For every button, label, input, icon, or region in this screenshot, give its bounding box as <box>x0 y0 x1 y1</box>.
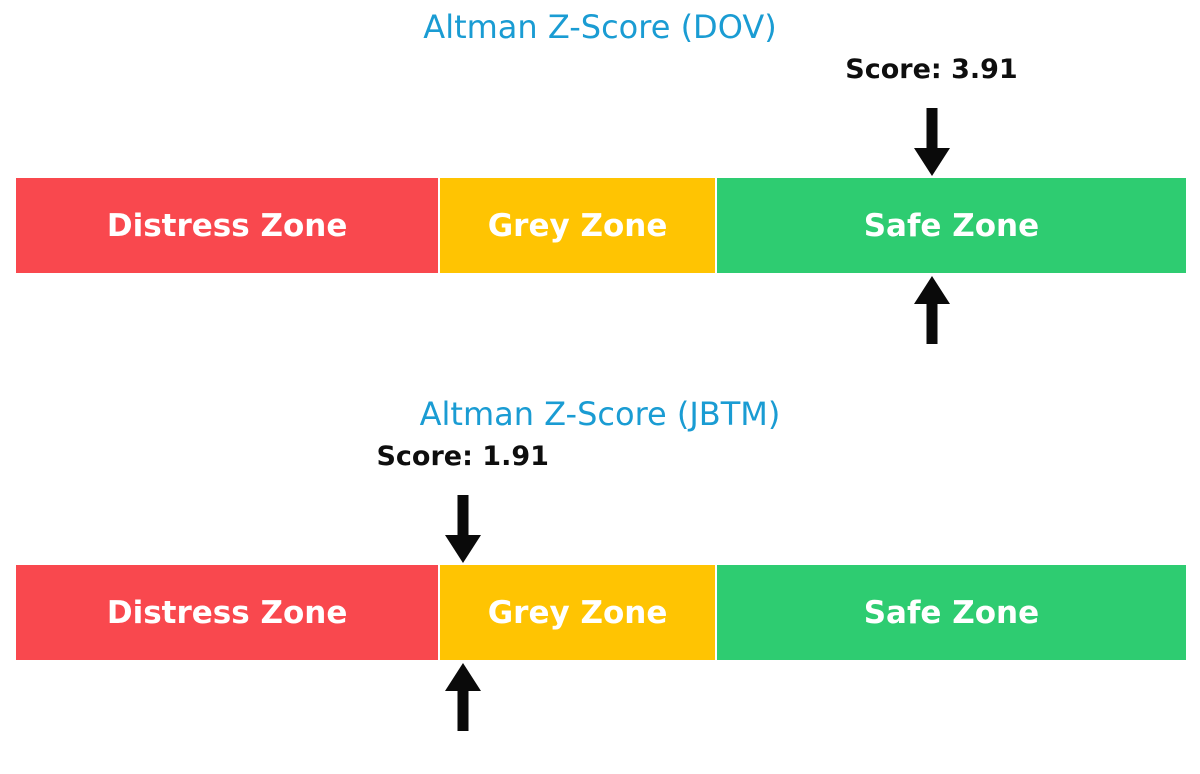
score-annotation: Score: 1.91 <box>376 441 549 472</box>
score-annotation: Score: 3.91 <box>845 54 1018 85</box>
zone-bar: Distress Zone Grey Zone Safe Zone <box>15 178 1187 273</box>
zone-label-distress: Distress Zone <box>106 207 348 244</box>
chart-jbtm: Altman Z-Score (JBTM) Score: 1.91 Distre… <box>0 387 1200 774</box>
zone-grey: Grey Zone <box>439 565 716 660</box>
zone-label-safe: Safe Zone <box>863 207 1040 244</box>
zone-label-distress: Distress Zone <box>106 594 348 631</box>
zone-safe: Safe Zone <box>715 178 1187 273</box>
score-marker-down-arrow-icon <box>913 108 950 176</box>
zone-distress: Distress Zone <box>15 178 440 273</box>
zone-safe: Safe Zone <box>715 565 1187 660</box>
zone-grey: Grey Zone <box>439 178 716 273</box>
chart-title: Altman Z-Score (JBTM) <box>419 395 781 433</box>
zone-bar: Distress Zone Grey Zone Safe Zone <box>15 565 1187 660</box>
score-marker-up-arrow-icon <box>444 663 481 731</box>
chart-dov: Altman Z-Score (DOV) Score: 3.91 Distres… <box>15 8 1187 344</box>
zone-distress: Distress Zone <box>15 565 440 660</box>
chart-title: Altman Z-Score (DOV) <box>423 8 777 46</box>
score-marker-up-arrow-icon <box>913 276 950 344</box>
zone-label-grey: Grey Zone <box>487 207 668 244</box>
zone-label-safe: Safe Zone <box>863 594 1040 631</box>
score-marker-down-arrow-icon <box>444 495 481 563</box>
zone-label-grey: Grey Zone <box>487 594 668 631</box>
